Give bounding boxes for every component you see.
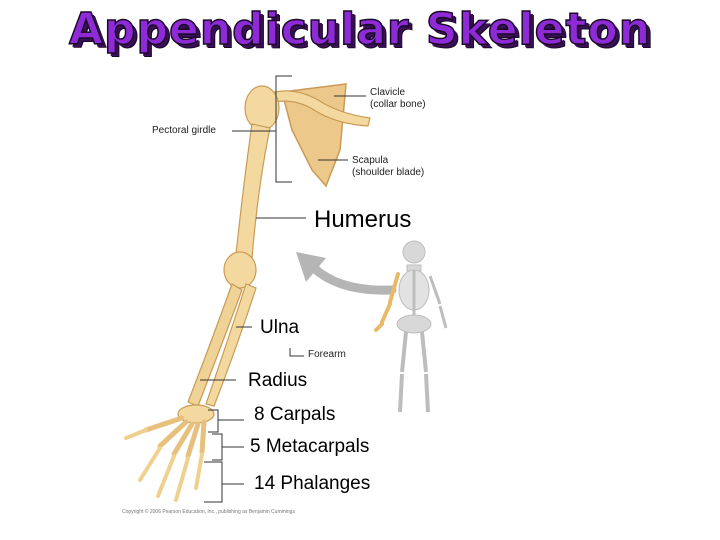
diagram-title: Appendicular Skeleton: [68, 3, 652, 56]
scapula-label: Scapula: [352, 155, 389, 166]
copyright-notice: Copyright © 2006 Pearson Education, Inc.…: [122, 509, 295, 515]
phalanges-group: [124, 428, 204, 502]
humeral-head: [244, 85, 280, 131]
phalanges-bracket: [204, 461, 223, 503]
clavicle-label: Clavicle: [370, 87, 406, 98]
small-skeleton-figure: [396, 240, 448, 413]
pointer-arrowhead: [296, 252, 326, 282]
humerus-bone: [235, 123, 271, 259]
metacarpals-bracket: [212, 433, 223, 461]
scapula-common-label: (shoulder blade): [352, 167, 425, 178]
forearm-leader: [289, 348, 304, 357]
metacarpals-group: [143, 415, 207, 459]
leader-lines: [200, 75, 366, 503]
ulna-label: Ulna: [260, 317, 300, 338]
carpals-label: 8 Carpals: [254, 404, 336, 425]
humerus-label: Humerus: [314, 206, 412, 233]
elbow-joint: [223, 251, 257, 289]
pectoral-girdle-label: Pectoral girdle: [152, 125, 216, 136]
carpals-bracket: [208, 409, 219, 433]
clavicle-bone: [261, 90, 371, 127]
forearm-label: Forearm: [308, 349, 346, 360]
carpals-bone: [177, 404, 215, 424]
phalanges-label: 14 Phalanges: [254, 473, 371, 494]
pointer-arrow: [309, 263, 397, 295]
metacarpals-label: 5 Metacarpals: [250, 436, 370, 457]
pectoral-bracket: [275, 75, 292, 183]
small-skeleton-arm-highlight: [374, 272, 400, 332]
radius-label: Radius: [248, 370, 308, 391]
clavicle-common-label: (collar bone): [370, 99, 426, 110]
ulna-bone: [205, 283, 257, 407]
